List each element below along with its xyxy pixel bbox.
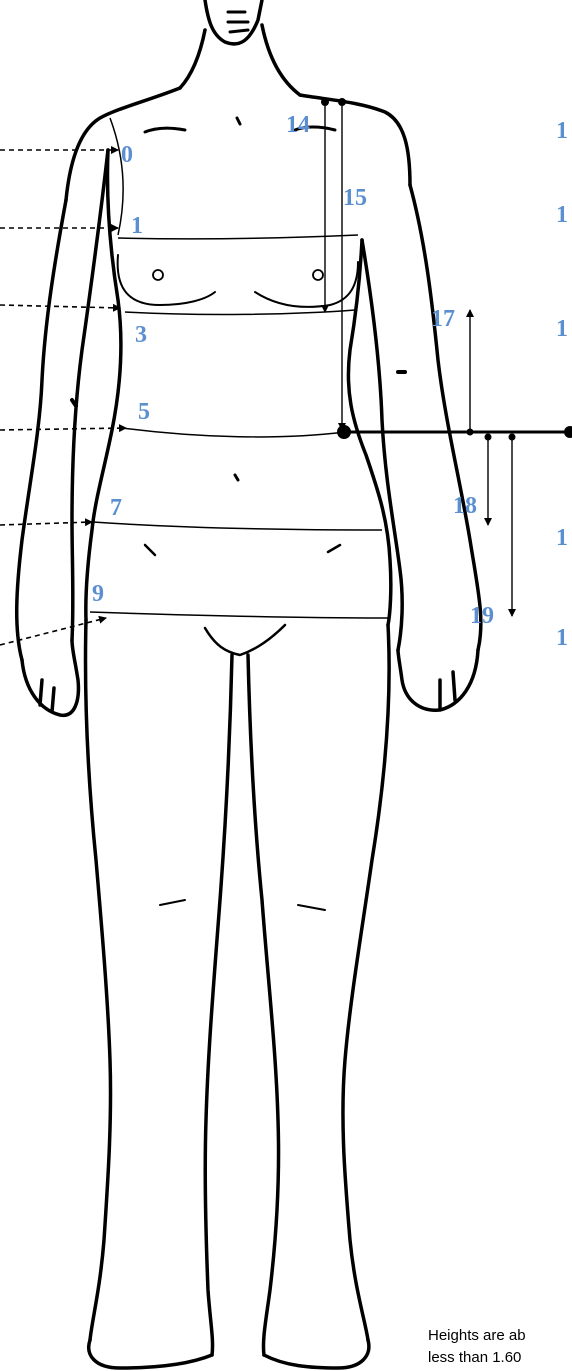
vertical-arrows bbox=[325, 103, 512, 616]
height-note-line-1: Heights are ab bbox=[428, 1325, 572, 1347]
measure-line-9 bbox=[90, 612, 388, 618]
right-cut-label-e: 1 bbox=[556, 625, 568, 651]
label-3: 3 bbox=[135, 322, 147, 348]
right-cut-label-d: 1 bbox=[556, 525, 568, 551]
right-hand bbox=[398, 650, 478, 710]
label-9: 9 bbox=[92, 581, 104, 607]
left-arm-inner bbox=[72, 150, 108, 640]
right-cut-label-a: 1 bbox=[556, 118, 568, 144]
measure-line-3 bbox=[125, 310, 355, 314]
label-1: 1 bbox=[131, 213, 143, 239]
right-cut-label-c: 1 bbox=[556, 316, 568, 342]
height-note: Heights are ab less than 1.60 bbox=[428, 1325, 572, 1369]
left-arm-outer bbox=[17, 200, 66, 660]
measure-line-1 bbox=[118, 235, 358, 239]
right-arm-inner bbox=[362, 240, 402, 650]
crotch bbox=[205, 625, 285, 655]
right-foot bbox=[264, 1340, 369, 1368]
label-19: 19 bbox=[470, 603, 494, 629]
pointer-arrow-7 bbox=[0, 522, 92, 525]
label-17: 17 bbox=[431, 306, 455, 332]
measurement-labels: 0 1 3 5 7 9 14 15 17 18 19 1 1 1 1 1 bbox=[92, 112, 568, 651]
label-7: 7 bbox=[110, 495, 122, 521]
height-note-line-2: less than 1.60 bbox=[428, 1347, 572, 1369]
label-0: 0 bbox=[121, 142, 133, 168]
label-14: 14 bbox=[286, 112, 310, 138]
measure-line-0 bbox=[110, 118, 123, 235]
label-18: 18 bbox=[453, 493, 477, 519]
pointer-arrow-3 bbox=[0, 305, 120, 308]
right-cut-label-b: 1 bbox=[556, 202, 568, 228]
pointer-arrow-5 bbox=[0, 428, 126, 430]
left-foot bbox=[89, 1340, 212, 1368]
neck-right bbox=[262, 25, 300, 95]
measure-line-5 bbox=[122, 428, 345, 437]
right-leg-outer bbox=[343, 625, 389, 1340]
label-5: 5 bbox=[138, 399, 150, 425]
left-hand bbox=[22, 640, 78, 715]
left-leg-inner bbox=[205, 655, 232, 1355]
neck-left bbox=[180, 30, 205, 88]
right-leg-inner bbox=[248, 655, 279, 1355]
measure-line-7 bbox=[93, 522, 382, 530]
body-figure bbox=[17, 0, 481, 1368]
left-leg-outer bbox=[85, 620, 110, 1340]
left-breast bbox=[118, 255, 215, 305]
label-15: 15 bbox=[343, 185, 367, 211]
shoulder-right bbox=[300, 95, 410, 185]
torso-left bbox=[86, 150, 121, 620]
